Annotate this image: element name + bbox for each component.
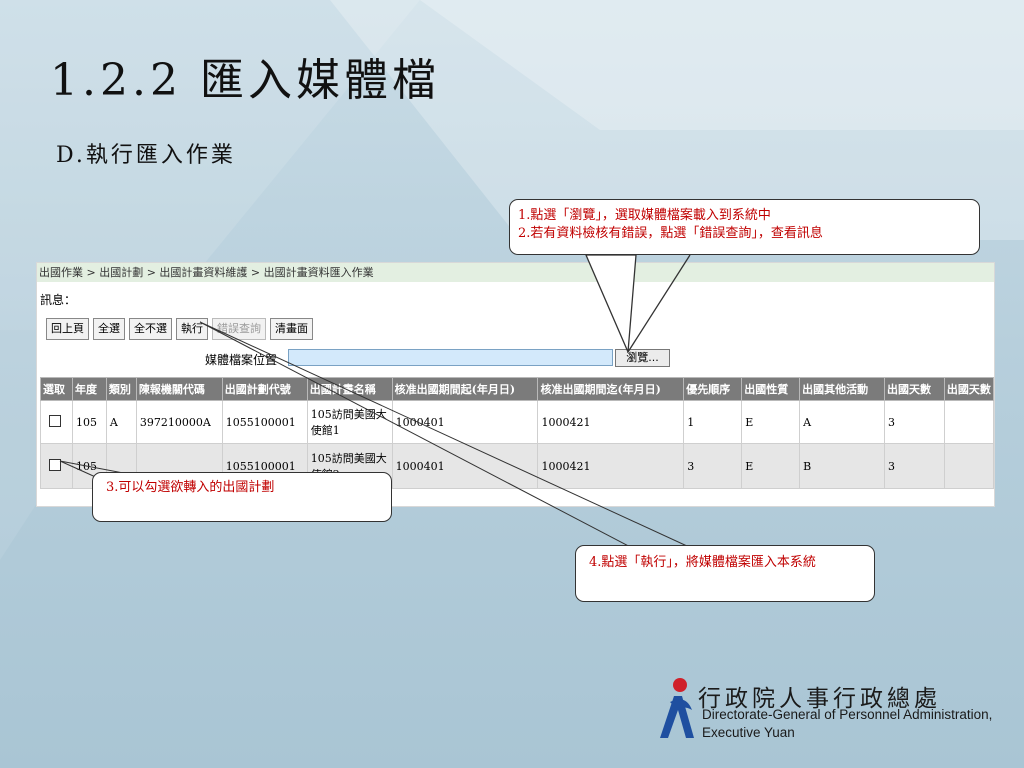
breadcrumb: 出國作業 > 出國計劃 > 出國計畫資料維護 > 出國計畫資料匯入作業 [37, 263, 994, 282]
col-header[interactable]: 年度 [71, 377, 107, 401]
cell-days2 [943, 400, 994, 444]
row-checkbox[interactable] [49, 458, 61, 471]
cell-start: 1000401 [391, 400, 539, 444]
col-header[interactable]: 核准出國期間起(年月日) [391, 377, 539, 401]
cell-start: 1000401 [391, 443, 539, 489]
person-logo-icon [660, 678, 694, 738]
cell-end: 1000421 [537, 400, 685, 444]
table-header-row: 選取 年度 類別 陳報機關代碼 出國計劃代號 出國計畫名稱 核准出國期間起(年月… [40, 377, 994, 401]
browse-button[interactable]: 瀏覽... [615, 349, 670, 367]
file-location-input[interactable] [288, 349, 613, 366]
logo-english-line2: Executive Yuan [702, 725, 795, 740]
cell-end: 1000421 [537, 443, 685, 489]
select-all-button[interactable]: 全選 [93, 318, 125, 340]
col-header[interactable]: 陳報機關代碼 [135, 377, 223, 401]
cell-type: A [105, 400, 137, 444]
select-none-button[interactable]: 全不選 [129, 318, 172, 340]
col-header[interactable]: 出國計劃代號 [221, 377, 308, 401]
col-header[interactable]: 優先順序 [683, 377, 743, 401]
callout-execute: 4.點選「執行」，將媒體檔案匯入本系統 [575, 545, 875, 602]
col-header[interactable]: 出國天數 [943, 377, 994, 401]
toolbar: 回上頁 全選 全不選 執行 錯誤查詢 清畫面 [46, 318, 313, 340]
callout-select-plans: 3.可以勾選欲轉入的出國計劃 [92, 472, 392, 522]
cell-plan-name: 105訪問美國大使館1 [306, 400, 393, 444]
app-screenshot-panel: 出國作業 > 出國計劃 > 出國計畫資料維護 > 出國計畫資料匯入作業 訊息： … [37, 263, 994, 506]
cell-nature: E [741, 400, 801, 444]
table-row: 105 A 397210000A 1055100001 105訪問美國大使館1 … [40, 400, 994, 444]
cell-other: A [799, 400, 886, 444]
row-select-cell [40, 400, 73, 444]
col-header[interactable]: 出國其他活動 [799, 377, 886, 401]
cell-priority: 3 [683, 443, 743, 489]
execute-button[interactable]: 執行 [176, 318, 208, 340]
row-checkbox[interactable] [49, 414, 61, 427]
col-header[interactable]: 出國天數 [884, 377, 945, 401]
callout-browse-line1: 1.點選「瀏覽」，選取媒體檔案載入到系統中 [518, 208, 771, 223]
cell-days: 3 [884, 443, 945, 489]
cell-org-code: 397210000A [135, 400, 223, 444]
organization-logo: 行政院人事行政總處 Directorate-General of Personn… [656, 676, 1016, 746]
cell-other: B [799, 443, 886, 489]
clear-button[interactable]: 清畫面 [270, 318, 313, 340]
message-label: 訊息： [40, 293, 77, 307]
cell-days: 3 [884, 400, 945, 444]
error-query-button[interactable]: 錯誤查詢 [212, 318, 266, 340]
back-button[interactable]: 回上頁 [46, 318, 89, 340]
col-header[interactable]: 出國性質 [741, 377, 801, 401]
row-select-cell [40, 443, 73, 489]
col-header[interactable]: 出國計畫名稱 [306, 377, 393, 401]
col-header[interactable]: 類別 [105, 377, 137, 401]
cell-priority: 1 [683, 400, 743, 444]
file-location-label: 媒體檔案位置 [205, 353, 278, 367]
cell-days2 [943, 443, 994, 489]
logo-chinese-name: 行政院人事行政總處 [698, 686, 941, 712]
callout-browse-line2: 2.若有資料檢核有錯誤，點選「錯誤查詢」，查看訊息 [518, 226, 823, 241]
logo-english-line1: Directorate-General of Personnel Adminis… [702, 707, 993, 722]
callout-browse: 1.點選「瀏覽」，選取媒體檔案載入到系統中 2.若有資料檢核有錯誤，點選「錯誤查… [509, 199, 980, 255]
slide-title: 1.2.2 匯入媒體檔 [50, 55, 440, 106]
cell-nature: E [741, 443, 801, 489]
col-header[interactable]: 選取 [40, 377, 73, 401]
col-header[interactable]: 核准出國期間迄(年月日) [537, 377, 685, 401]
slide-subtitle: D.執行匯入作業 [56, 143, 236, 168]
cell-plan-code: 1055100001 [221, 400, 308, 444]
cell-year: 105 [71, 400, 107, 444]
